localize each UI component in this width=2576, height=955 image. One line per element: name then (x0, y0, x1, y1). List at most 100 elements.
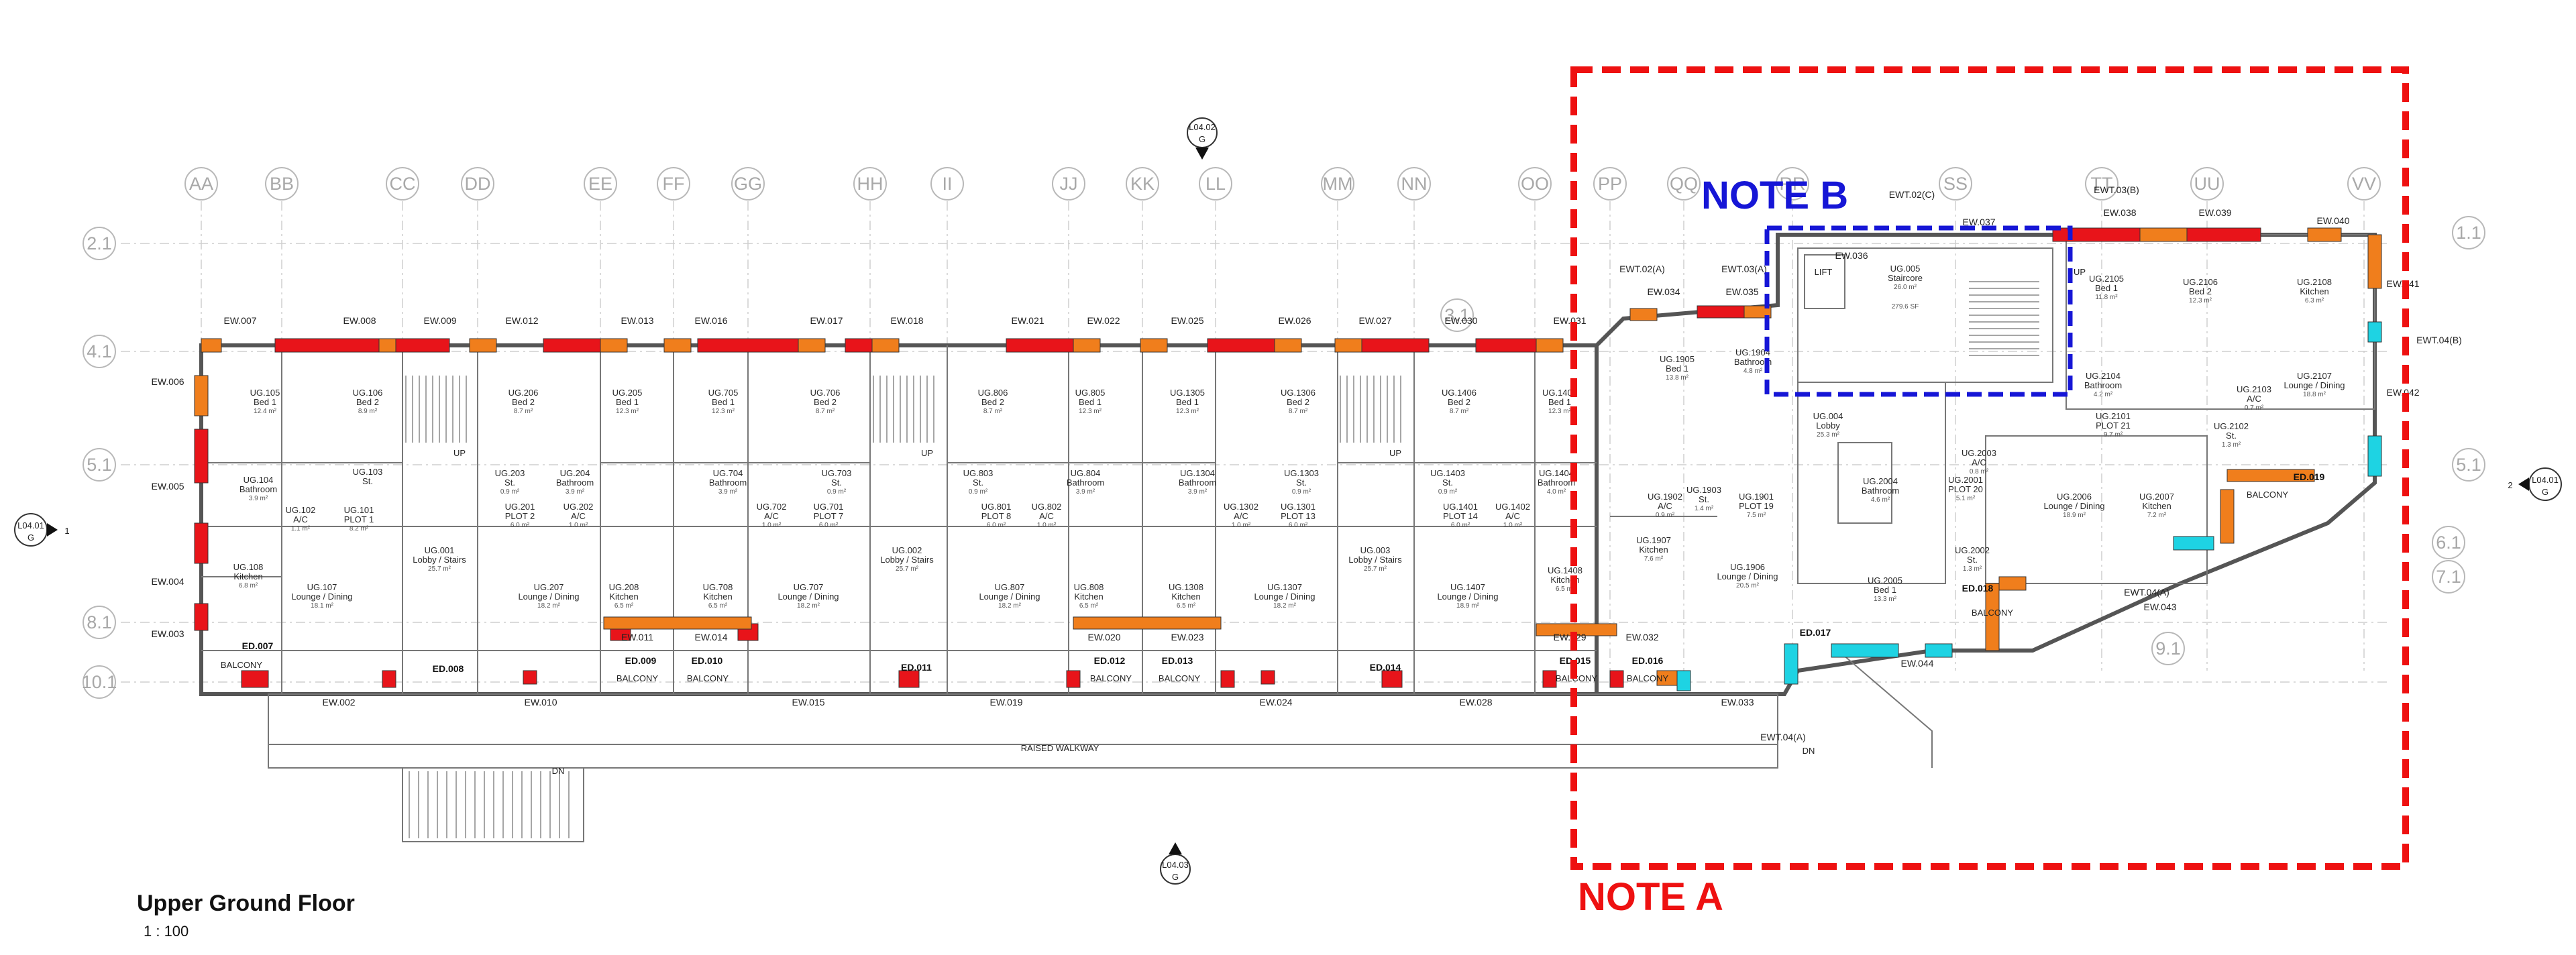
room-use: Bed 1 (1548, 397, 1571, 407)
window-mark (543, 338, 604, 353)
lift-box (1804, 254, 1845, 309)
wall-tag-bottom-ew-002-0: EW.002 (322, 697, 355, 708)
room-use: A/C (1234, 511, 1248, 521)
room-use: Bed 2 (512, 397, 535, 407)
room-area: 6.8 m² (239, 582, 258, 589)
section-mark-right-sheet: G (2542, 487, 2548, 497)
room-number: UG.2002 (1955, 545, 1990, 555)
room-number: UG.1303 (1284, 468, 1319, 478)
room-number: UG.1304 (1180, 468, 1215, 478)
grid-bubble-gg (731, 167, 765, 201)
balcony-door-tag-ed-019: ED.019 (2294, 471, 2325, 482)
window-mark (798, 338, 826, 353)
room-number: UG.805 (1075, 388, 1106, 398)
note-a-boundary (1570, 66, 2409, 870)
wall-tag-bottom-ew-024-8: EW.024 (1259, 697, 1292, 708)
section-mark-bottom-arrow (1169, 842, 1182, 854)
room-area: 5.1 m² (1956, 495, 1976, 502)
window-mark (1985, 583, 2000, 651)
room-use: Lounge / Dining (2284, 380, 2345, 390)
room-number: UG.1906 (1730, 562, 1765, 572)
room-use: Lounge / Dining (1717, 571, 1778, 581)
grid-bubble-tt (2085, 167, 2118, 201)
room-use: Lounge / Dining (979, 592, 1040, 602)
wall-tag-ew-016: EW.016 (694, 315, 727, 326)
wall-tag-ew-030: EW.030 (1444, 315, 1477, 326)
room-area: 8.7 m² (816, 408, 835, 415)
room-number: UG.1405 (1542, 388, 1577, 398)
window-mark (382, 670, 396, 688)
room-use: Bathroom (1067, 477, 1104, 488)
section-mark-left-sheet: G (28, 532, 34, 543)
balcony-door-tag-ed-018: ED.018 (1962, 583, 1994, 594)
wall-tag-left-ew-003: EW.003 (151, 628, 184, 639)
room-use: A/C (571, 511, 586, 521)
room-area: 18.1 m² (311, 602, 334, 610)
room-number: UG.1305 (1170, 388, 1205, 398)
wall-tag-ew-022: EW.022 (1087, 315, 1120, 326)
room-area: 0.9 m² (969, 488, 988, 496)
grid-row-bubble-10-1 (83, 665, 116, 699)
room-number: UG.103 (353, 467, 383, 477)
wall-tag-bottom-ew-029-10: EW.029 (1553, 632, 1586, 642)
note-a-label: NOTE A (1578, 875, 1723, 919)
room-use: Bathroom (1862, 486, 1899, 496)
room-number: UG.107 (307, 582, 337, 592)
room-number: UG.201 (505, 502, 535, 512)
room-use: Lounge / Dining (518, 592, 579, 602)
room-use: Kitchen (703, 592, 732, 602)
room-number: UG.701 (814, 502, 844, 512)
room-use: Lounge / Dining (777, 592, 839, 602)
room-area: 12.3 m² (2189, 297, 2212, 304)
section-mark-top-arrow (1195, 148, 1209, 160)
window-mark (1542, 670, 1557, 688)
room-number: UG.005 (1890, 264, 1921, 274)
wall-tag-right-ewt-04-a-3: EWT.04(A) (2124, 587, 2169, 598)
room-use: A/C (1972, 457, 1986, 467)
room-area: 3.9 m² (249, 495, 268, 502)
room-area: 6.5 m² (1556, 585, 1575, 593)
room-use: Lobby / Stairs (1348, 555, 1402, 565)
section-mark-top-ref: L04.02 (1189, 122, 1216, 132)
room-number: UG.702 (757, 502, 787, 512)
room-number: UG.2106 (2183, 277, 2218, 287)
note-b-label: NOTE B (1701, 174, 1849, 217)
section-mark-right-arrow (2518, 477, 2529, 491)
room-number: UG.104 (244, 475, 274, 485)
wall-tag-ew-036: EW.036 (1835, 250, 1868, 261)
room-area: 12.3 m² (712, 408, 735, 415)
grid-right-bubble-9-1-4 (2151, 632, 2185, 665)
grid-row-label-2-1: 2.1 (87, 233, 112, 254)
room-area: 1.0 m² (762, 522, 782, 529)
window-mark (1475, 338, 1537, 353)
room-number: UG.2004 (1863, 476, 1898, 486)
room-number: UG.1301 (1281, 502, 1316, 512)
wall-tag-ew-035: EW.035 (1725, 286, 1758, 297)
balcony-label: BALCONY (221, 660, 262, 670)
window-mark (1676, 670, 1691, 691)
room-number: UG.004 (1813, 411, 1843, 421)
room-use: Lobby / Stairs (413, 555, 466, 565)
room-use: PLOT 14 (1443, 511, 1478, 521)
grid-right-label-7-1-3: 7.1 (2436, 567, 2461, 587)
wall-tag-bottom-ew-010-1: EW.010 (524, 697, 557, 708)
grid-right-label-9-1-4: 9.1 (2155, 638, 2181, 659)
window-mark (395, 338, 450, 353)
grid-row-bubble-2-1 (83, 227, 116, 260)
grid-right-bubble-6-1-2 (2432, 526, 2465, 559)
grid-bubble-dd (461, 167, 494, 201)
room-area: 0.9 m² (1656, 512, 1675, 519)
room-area: 18.2 m² (1273, 602, 1297, 610)
room-area: 3.9 m² (718, 488, 738, 496)
room-number: UG.808 (1074, 582, 1104, 592)
section-mark-top: L04.02 G (1187, 117, 1218, 160)
window-mark (2052, 227, 2141, 242)
wall-tag-ew-013: EW.013 (621, 315, 653, 326)
section-mark-left-arrow (47, 523, 58, 537)
room-area: 25.3 m² (1817, 431, 1840, 439)
room-number: UG.1404 (1539, 468, 1574, 478)
room-use: Bed 2 (814, 397, 837, 407)
balcony-label: BALCONY (2247, 490, 2288, 500)
grid-bubble-oo (1518, 167, 1552, 201)
